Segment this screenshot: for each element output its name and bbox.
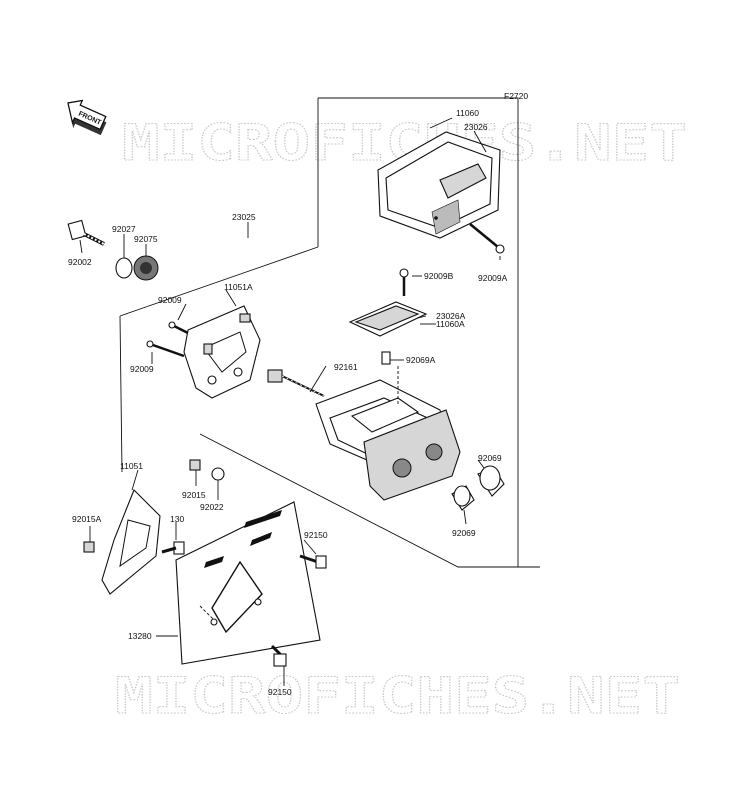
label-23026: 23026 — [464, 122, 488, 132]
bolt-92150-bot — [270, 644, 287, 667]
label-92009-left: 92009 — [130, 364, 154, 374]
label-92009-top: 92009 — [158, 295, 182, 305]
label-11051: 11051 — [120, 461, 143, 471]
screw-92009-left — [146, 340, 185, 358]
label-92015: 92015 — [182, 490, 206, 500]
label-23025: 23025 — [232, 212, 256, 222]
label-92009a: 92009A — [478, 273, 508, 283]
connector — [267, 369, 325, 397]
screw-92009b — [399, 268, 409, 296]
license-bracket-11051 — [101, 489, 161, 595]
frame-left — [119, 315, 123, 473]
label-92027: 92027 — [112, 224, 136, 234]
label-92161: 92161 — [334, 362, 358, 372]
label-11051a: 11051A — [224, 282, 253, 292]
lens-small — [348, 301, 428, 337]
watermark-bottom: MICROFICHES.NET — [115, 667, 680, 725]
screw-92009a — [469, 222, 505, 254]
front-arrow-icon: FRONT — [67, 99, 107, 136]
nut-92015 — [189, 459, 201, 471]
label-92075: 92075 — [134, 234, 158, 244]
label-130: 130 — [170, 514, 184, 524]
label-92009b: 92009B — [424, 271, 454, 281]
clip-92069a — [381, 351, 391, 365]
bolt-92002 — [67, 219, 105, 246]
lamp-housing — [315, 379, 461, 501]
label-92002: 92002 — [68, 257, 92, 267]
nut-92015a — [83, 541, 95, 553]
label-92022: 92022 — [200, 502, 224, 512]
collar-92027 — [115, 257, 133, 279]
grommet-92075 — [133, 255, 159, 281]
label-92150-mid: 92150 — [304, 530, 328, 540]
bolt-92150-mid — [299, 554, 327, 569]
label-13280: 13280 — [128, 631, 152, 641]
label-92150-bot: 92150 — [268, 687, 292, 697]
bulb-92069-top — [477, 465, 505, 497]
license-plate-13280 — [175, 501, 321, 665]
label-92069-bot: 92069 — [452, 528, 476, 538]
label-11060a: 11060A — [436, 319, 465, 329]
washer-92022 — [211, 467, 225, 481]
screw-92009-top — [168, 321, 189, 335]
label-92069a: 92069A — [406, 355, 436, 365]
label-92015a: 92015A — [72, 514, 102, 524]
label-11060: 11060 — [456, 108, 479, 118]
bracket-11051a — [183, 305, 261, 399]
bolt-130 — [161, 541, 185, 555]
label-92069-top: 92069 — [478, 453, 502, 463]
figure-code: F2720 — [504, 91, 528, 101]
tail-lamp-lens — [377, 131, 501, 239]
label-23026a: 23026A — [436, 311, 466, 321]
bulb-92069-bot — [451, 485, 475, 511]
